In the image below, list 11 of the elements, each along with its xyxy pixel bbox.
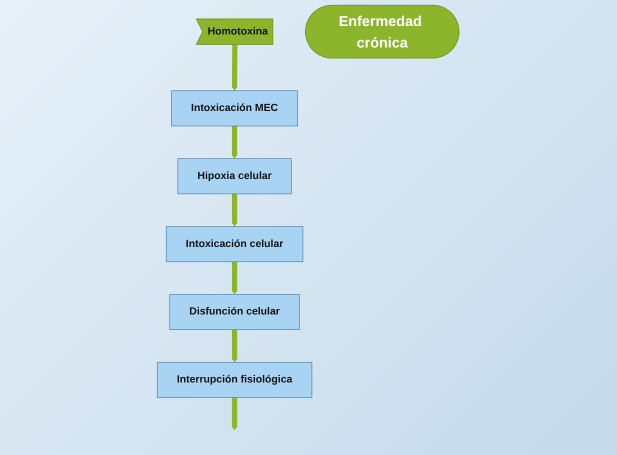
arrow [232,44,238,91]
node-box: Intoxicación MEC [172,90,298,126]
node-box: Intoxicación celular [166,226,304,262]
arrow [232,398,238,430]
node-box: Disfunción celular [170,294,300,330]
node-box: Interrupción fisiológica [157,362,313,398]
node-box: Hipoxia celular [178,158,292,194]
arrow [232,126,238,159]
arrow [232,330,238,363]
arrow [232,194,238,227]
arrow [232,262,238,295]
